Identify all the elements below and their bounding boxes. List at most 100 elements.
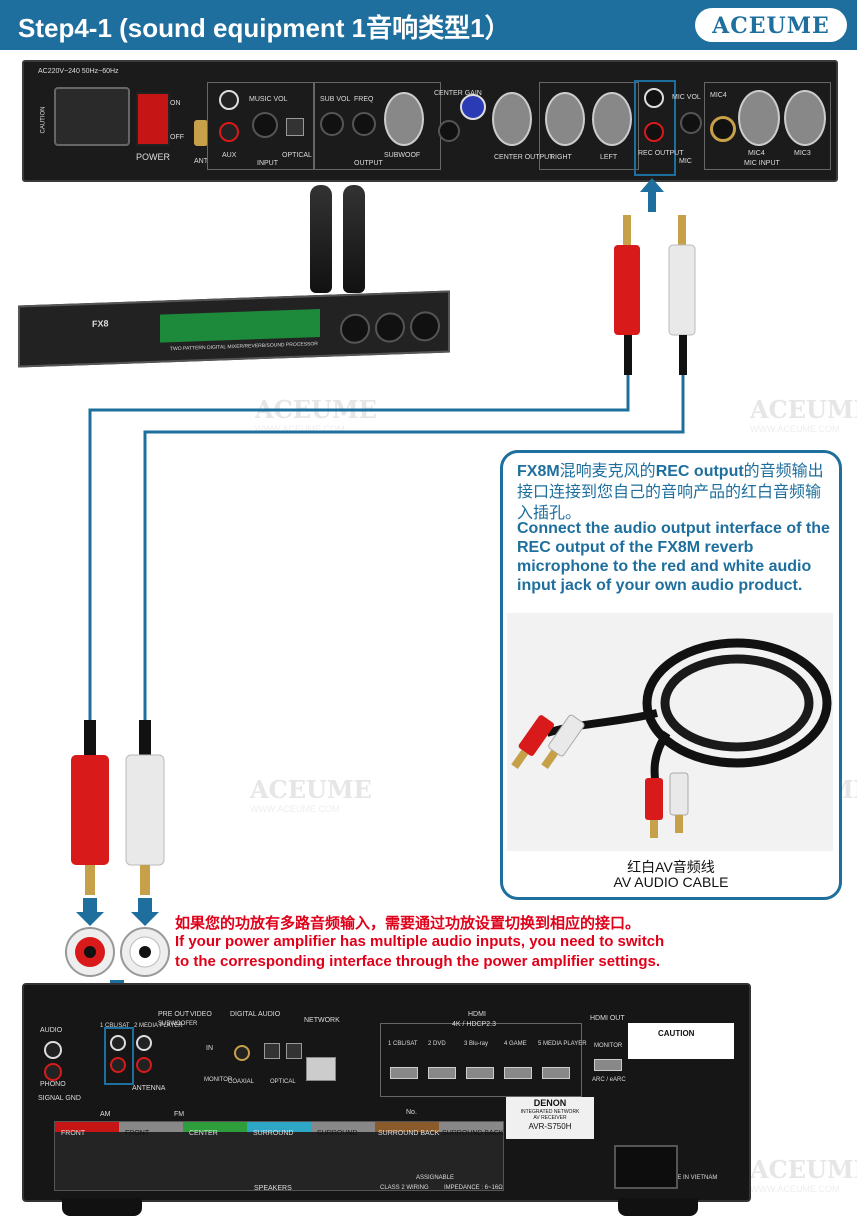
bottom-rca-white-plug xyxy=(125,720,165,895)
center-label: CENTER xyxy=(189,1130,218,1137)
power-label: POWER xyxy=(136,152,171,162)
media-player-jack-white[interactable] xyxy=(136,1035,152,1051)
watermark: ACEUME WWW.ACEUME.COM xyxy=(750,1155,857,1194)
watermark-text: ACEUME xyxy=(750,1155,857,1184)
antenna-connector[interactable] xyxy=(194,120,208,146)
hdmi-port-5[interactable] xyxy=(542,1067,570,1079)
coaxial-label: COAXIAL xyxy=(228,1079,255,1085)
optical-label: OPTICAL xyxy=(282,152,312,159)
cable-red-run xyxy=(88,375,630,720)
media-player-jack-red[interactable] xyxy=(136,1057,152,1073)
left-output-xlr[interactable] xyxy=(592,92,632,146)
mic4-xlr[interactable] xyxy=(738,90,780,146)
hdmi-port-3[interactable] xyxy=(466,1067,494,1079)
input-group-label: INPUT xyxy=(257,160,278,167)
aux-jack-white[interactable] xyxy=(219,90,239,110)
hdmi-port-1[interactable] xyxy=(390,1067,418,1079)
subwoofer-xlr[interactable] xyxy=(384,92,424,146)
sub-vol-knob[interactable] xyxy=(320,112,344,136)
info-cn-text: FX8M混响麦克风的REC output的音频输出接口连接到您自己的音响产品的红… xyxy=(517,461,827,524)
hdmi-port-4[interactable] xyxy=(504,1067,532,1079)
receiver-audio-label: AUDIO xyxy=(40,1027,63,1034)
speakers-label: SPEAKERS xyxy=(254,1185,292,1192)
network-label: NETWORK xyxy=(304,1017,340,1024)
info-cn-mid: 混响麦克风的 xyxy=(559,463,656,480)
front-r-band: FRONT xyxy=(55,1122,119,1137)
freq-knob[interactable] xyxy=(352,112,376,136)
main-output-group xyxy=(539,82,639,170)
power-switch[interactable] xyxy=(136,92,170,146)
mic-quarter-inch-jack[interactable] xyxy=(710,116,736,142)
mic3-xlr[interactable] xyxy=(784,90,826,146)
center-gain-knob[interactable] xyxy=(460,94,486,120)
mic4-top-label: MIC4 xyxy=(710,92,727,99)
cbl-sat-jack-white[interactable] xyxy=(110,1035,126,1051)
digital-audio-label: DIGITAL AUDIO xyxy=(230,1011,281,1018)
cbl-sat-jack-red[interactable] xyxy=(110,1057,126,1073)
brand-logo-text: ACEUME xyxy=(712,13,830,39)
info-cn-prefix: FX8M xyxy=(517,463,560,480)
title-bar: Step4-1 (sound equipment 1音响类型1） ACEUME xyxy=(0,0,857,50)
hdmi-monitor-label: MONITOR xyxy=(594,1043,623,1049)
media-player-label: 2 MEDIA PLAYER xyxy=(134,1023,183,1029)
watermark-text: ACEUME xyxy=(250,775,372,804)
rec-output-jack-red[interactable] xyxy=(644,122,664,142)
rec-output-highlight xyxy=(634,80,676,176)
serial-no-label: No. xyxy=(406,1109,417,1116)
surround-back-r-band: SURROUND BACK xyxy=(375,1122,439,1137)
arc-label: ARC / eARC xyxy=(592,1077,626,1083)
phono-label: PHONO xyxy=(40,1081,66,1088)
watermark-url: WWW.ACEUME.COM xyxy=(750,424,840,434)
arrow-down-red-icon xyxy=(76,898,104,926)
rec-output-jack-white[interactable] xyxy=(644,88,664,108)
ant-label: ANT xyxy=(194,158,208,165)
phono-jack-red[interactable] xyxy=(44,1063,62,1081)
aux-jack-red[interactable] xyxy=(219,122,239,142)
receiver-model-line1: INTEGRATED NETWORK xyxy=(520,1109,580,1115)
music-vol-knob[interactable] xyxy=(252,112,278,138)
surround-r-label: SURROUND xyxy=(253,1130,294,1137)
cbl-sat-input-highlight xyxy=(104,1027,134,1085)
pre-out-label: PRE OUT xyxy=(158,1011,190,1018)
optical-port-1[interactable] xyxy=(264,1043,280,1059)
watermark: ACEUME WWW.ACEUME.COM xyxy=(250,775,372,814)
mic-input-group xyxy=(704,82,831,170)
optical-port-2[interactable] xyxy=(286,1043,302,1059)
output-group-label: OUTPUT xyxy=(354,160,383,167)
signal-gnd-label: SIGNAL GND xyxy=(38,1095,81,1102)
hdmi-port-2[interactable] xyxy=(428,1067,456,1079)
power-inlet[interactable] xyxy=(614,1145,678,1189)
switch-off-label: OFF xyxy=(170,134,184,141)
video-in-label: IN xyxy=(206,1045,213,1052)
phono-jack-white[interactable] xyxy=(44,1041,62,1059)
receiver-foot-right xyxy=(618,1198,698,1216)
caution-label-box: CAUTION xyxy=(628,1023,734,1059)
cable-white-run xyxy=(143,375,685,720)
freq-label: FREQ xyxy=(354,96,374,103)
right-label: RIGHT xyxy=(550,154,572,161)
info-en-text: Connect the audio output interface of th… xyxy=(517,520,830,594)
note-en-line1: If your power amplifier has multiple aud… xyxy=(175,933,665,950)
receiver-brand: DENON xyxy=(533,1098,567,1108)
av-cable-photo xyxy=(507,613,833,851)
center-knob[interactable] xyxy=(438,120,460,142)
right-output-xlr[interactable] xyxy=(545,92,585,146)
coaxial-jack[interactable] xyxy=(234,1045,250,1061)
optical-port[interactable] xyxy=(286,118,304,136)
hdmi-input-group xyxy=(380,1023,582,1097)
class2-label: CLASS 2 WIRING xyxy=(380,1185,429,1191)
power-spec-label: AC220V~240 50Hz~60Hz xyxy=(38,68,119,75)
hdmi-5-label: 5 MEDIA PLAYER xyxy=(538,1041,587,1047)
left-label: LEFT xyxy=(600,154,618,161)
rec-output-label: REC OUTPUT xyxy=(638,150,684,157)
center-output-xlr[interactable] xyxy=(492,92,532,146)
receiver-caution-text: CAUTION xyxy=(658,1029,695,1038)
hdmi-out-port[interactable] xyxy=(594,1059,622,1071)
mic-label: MIC xyxy=(679,158,692,165)
fm-label: FM xyxy=(174,1111,185,1118)
hdcp-label: 4K / HDCP2.3 xyxy=(452,1021,496,1028)
network-port[interactable] xyxy=(306,1057,336,1081)
watermark: ACEUME WWW.ACEUME.COM xyxy=(750,395,857,434)
hdmi-label: HDMI xyxy=(468,1011,486,1018)
mic-vol-knob[interactable] xyxy=(680,112,702,134)
